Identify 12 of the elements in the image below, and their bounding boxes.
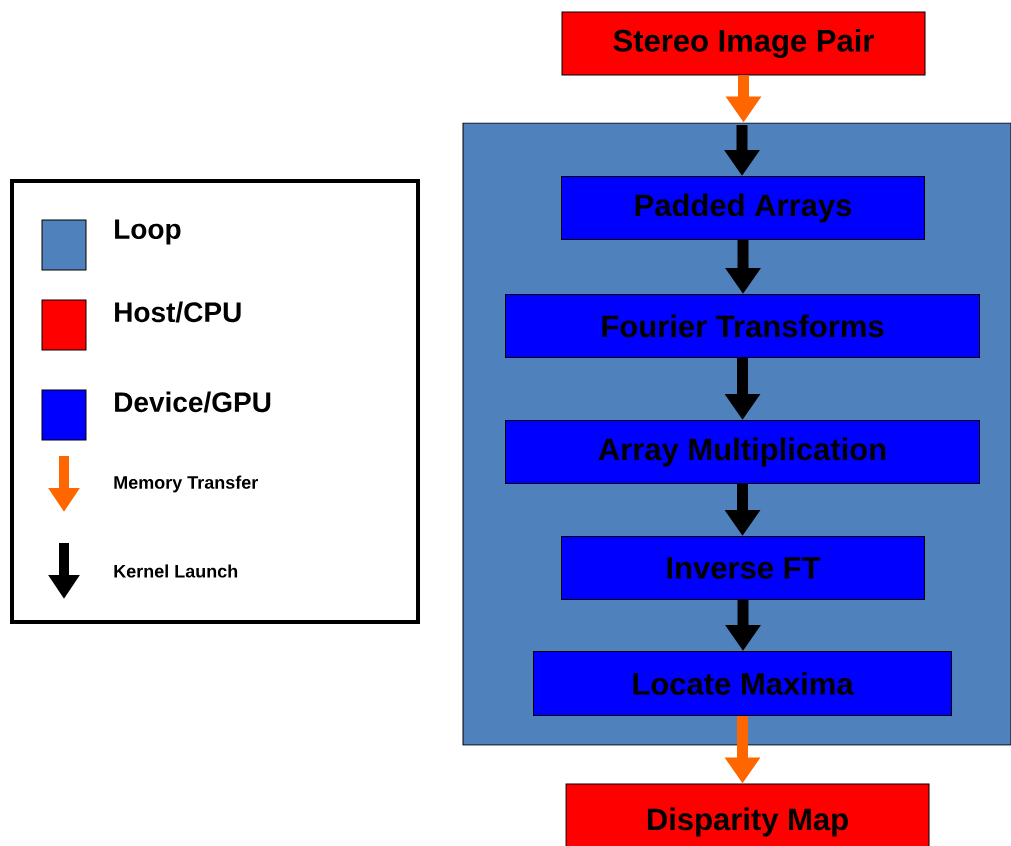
device-box: Fourier Transforms: [505, 294, 980, 358]
host-box: Stereo Image Pair: [561, 11, 926, 76]
device-box: Inverse FT: [561, 536, 925, 600]
legend-label: Loop: [115, 219, 181, 245]
legend-label: Kernel Launch: [114, 564, 238, 578]
device-box: Locate Maxima: [533, 651, 952, 716]
legend-label: Memory Transfer: [114, 475, 258, 493]
legend-label: Host/CPU: [115, 301, 241, 323]
host-box: Disparity Map: [565, 783, 930, 846]
legend-label: Device/GPU: [115, 391, 271, 413]
device-box: Padded Arrays: [561, 176, 925, 240]
device-box: Array Multiplication: [505, 420, 980, 484]
